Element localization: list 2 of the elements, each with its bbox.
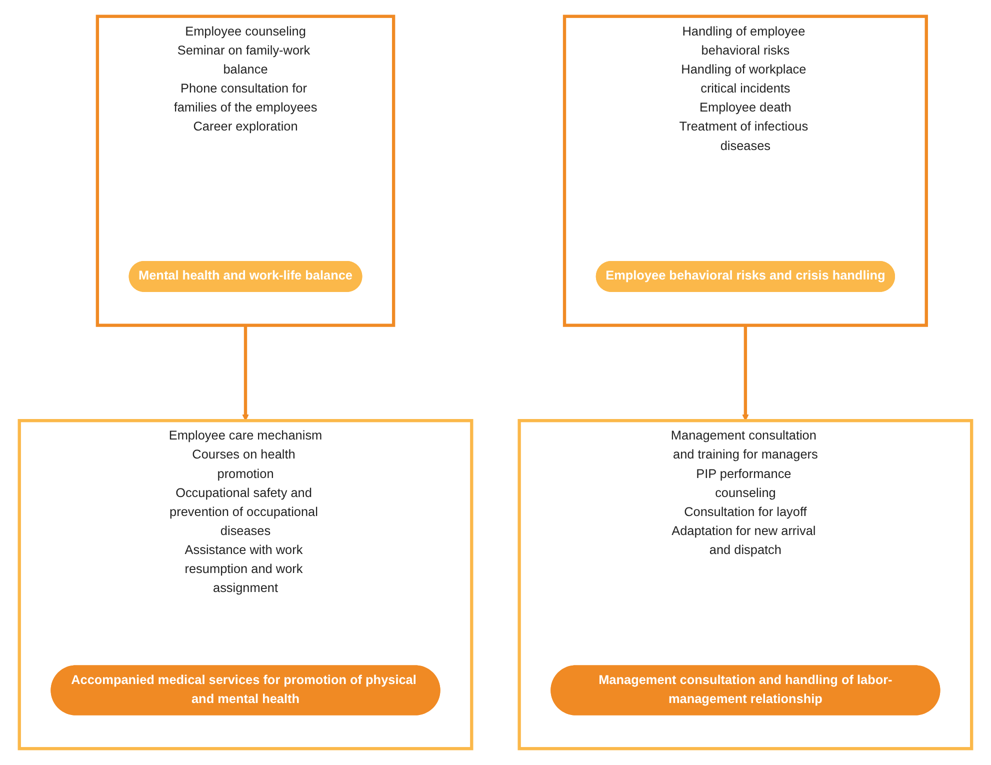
arrow [242, 325, 250, 421]
arrow [742, 325, 749, 421]
